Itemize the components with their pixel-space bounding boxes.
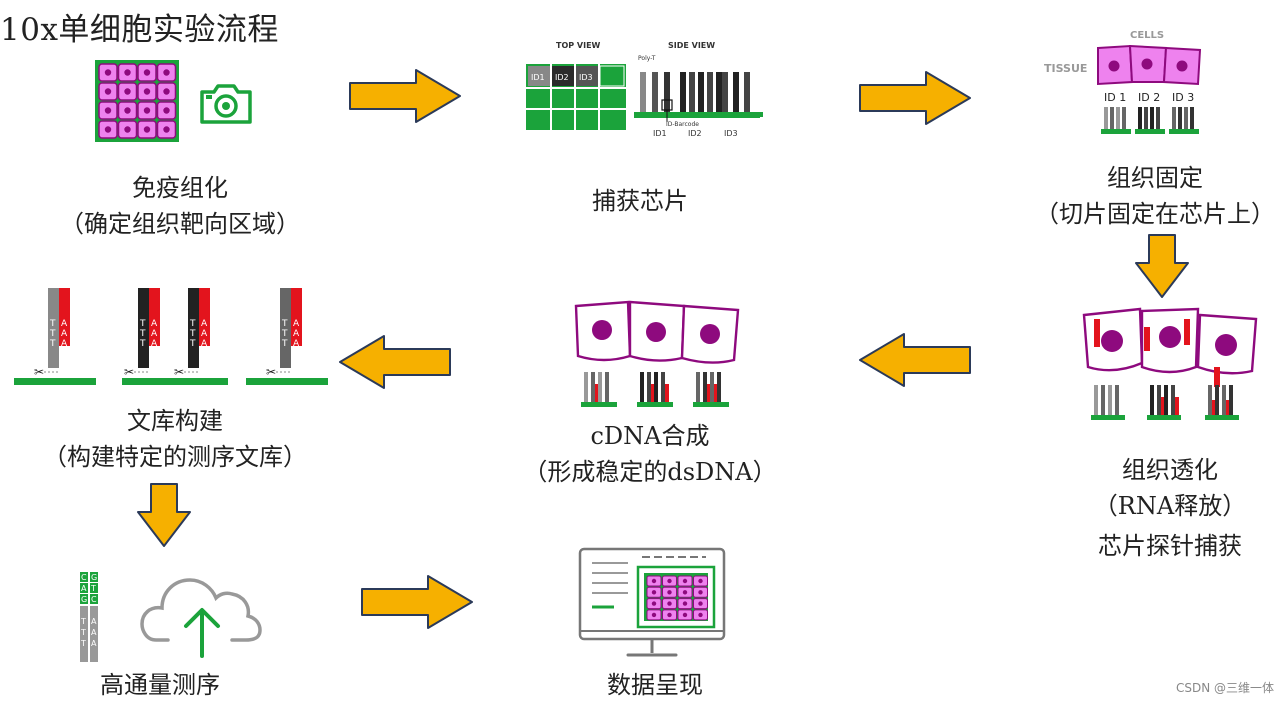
step-fix-label: 组织固定	[1107, 164, 1203, 192]
arrow-left-icon	[859, 333, 971, 387]
arrow-right-icon	[859, 71, 971, 125]
svg-text:A: A	[91, 639, 97, 648]
svg-text:T: T	[189, 339, 196, 349]
permeabilization-diagram	[1082, 307, 1258, 420]
watermark: CSDN @三维一体	[1175, 681, 1274, 695]
arrow-right-icon	[361, 575, 473, 629]
svg-text:A: A	[201, 329, 208, 339]
svg-text:G: G	[91, 573, 97, 582]
svg-text:T: T	[281, 339, 288, 349]
monitor-data-icon	[578, 547, 726, 657]
step-seq-caption: 高通量测序	[70, 667, 250, 703]
arrow-left-icon	[339, 335, 451, 389]
fix-id-label: ID 1	[1104, 91, 1126, 104]
svg-text:T: T	[80, 639, 86, 648]
step-cdna-label: cDNA合成	[590, 422, 710, 450]
step-chip-label: 捕获芯片	[592, 187, 688, 215]
svg-text:A: A	[81, 584, 87, 593]
camera-icon	[200, 84, 252, 124]
svg-text:A: A	[151, 339, 158, 349]
svg-text:A: A	[61, 329, 68, 339]
svg-text:✂: ✂	[34, 365, 44, 379]
step-lib-label: 文库构建	[127, 407, 223, 435]
svg-text:A: A	[293, 329, 300, 339]
arrow-right-icon	[349, 69, 461, 123]
step-ihc-sub: （确定组织靶向区域）	[60, 210, 300, 238]
svg-text:A: A	[201, 339, 208, 349]
svg-text:T: T	[139, 319, 146, 329]
svg-text:T: T	[281, 319, 288, 329]
ihc-tissue-grid-icon	[95, 60, 179, 142]
step-chip-caption: 捕获芯片	[540, 183, 740, 219]
chip-top-view-label: TOP VIEW	[556, 41, 601, 50]
svg-text:T: T	[49, 339, 56, 349]
step-perm-sub2: 芯片探针捕获	[1098, 532, 1242, 560]
svg-text:T: T	[139, 329, 146, 339]
step-lib-sub: （构建特定的测序文库）	[43, 443, 307, 471]
svg-text:✂: ✂	[174, 365, 184, 379]
svg-text:A: A	[61, 319, 68, 329]
chip-top-id-label: ID1	[531, 73, 545, 82]
arrow-down-icon	[137, 483, 191, 547]
fix-id-label: ID 2	[1138, 91, 1160, 104]
svg-text:✂: ✂	[266, 365, 276, 379]
chip-top-id-label: ID2	[555, 73, 569, 82]
chip-side-view-label: SIDE VIEW	[668, 41, 715, 50]
cdna-synthesis-diagram	[574, 300, 740, 407]
svg-text:G: G	[81, 595, 87, 604]
svg-text:T: T	[90, 584, 96, 593]
svg-text:A: A	[61, 339, 68, 349]
capture-chip-diagram: TOP VIEW SIDE VIEW ID1 ID2 ID3 Poly-T ID…	[526, 41, 763, 138]
svg-text:A: A	[151, 319, 158, 329]
step-fix-sub: （切片固定在芯片上）	[1035, 200, 1275, 228]
svg-text:T: T	[49, 319, 56, 329]
svg-text:T: T	[281, 329, 288, 339]
svg-text:A: A	[293, 319, 300, 329]
svg-text:C: C	[91, 595, 97, 604]
svg-text:T: T	[80, 628, 86, 637]
svg-text:A: A	[201, 319, 208, 329]
step-perm-label: 组织透化	[1122, 456, 1218, 484]
svg-text:T: T	[49, 329, 56, 339]
step-perm-sub: （RNA释放）	[1093, 492, 1247, 520]
fix-id-label: ID 3	[1172, 91, 1194, 104]
chip-side-id-label: ID3	[724, 129, 738, 138]
step-cdna-sub: （形成稳定的dsDNA）	[523, 458, 777, 486]
step-fix-caption: 组织固定 （切片固定在芯片上）	[1010, 160, 1280, 232]
step-lib-caption: 文库构建 （构建特定的测序文库）	[20, 403, 330, 475]
arrow-down-icon	[1135, 234, 1189, 298]
svg-text:T: T	[139, 339, 146, 349]
step-perm-caption: 组织透化 （RNA释放） 芯片探针捕获	[1040, 452, 1280, 564]
step-data-caption: 数据呈现	[560, 667, 750, 703]
svg-text:A: A	[91, 617, 97, 626]
cells-label: CELLS	[1130, 30, 1164, 41]
svg-text:T: T	[189, 329, 196, 339]
svg-text:A: A	[151, 329, 158, 339]
page-title: 10x单细胞实验流程	[0, 12, 279, 48]
step-ihc-label: 免疫组化	[132, 174, 228, 202]
svg-text:T: T	[189, 319, 196, 329]
svg-text:A: A	[293, 339, 300, 349]
tissue-label: TISSUE	[1044, 62, 1087, 75]
step-cdna-caption: cDNA合成 （形成稳定的dsDNA）	[520, 418, 780, 490]
step-seq-label: 高通量测序	[100, 671, 220, 699]
step-ihc-caption: 免疫组化 （确定组织靶向区域）	[30, 170, 330, 242]
id-barcode-label: ID-Barcode	[666, 121, 699, 128]
step-data-label: 数据呈现	[607, 671, 703, 699]
svg-text:A: A	[91, 628, 97, 637]
cloud-upload-icon	[140, 578, 262, 658]
chip-side-id-label: ID2	[688, 129, 702, 138]
svg-text:T: T	[80, 617, 86, 626]
chip-top-id-label: ID3	[579, 73, 593, 82]
svg-text:✂: ✂	[124, 365, 134, 379]
poly-t-label: Poly-T	[638, 55, 656, 62]
tissue-fixation-diagram: CELLS TISSUE ID 1 ID 2 ID 3	[1044, 30, 1202, 134]
svg-text:C: C	[81, 573, 87, 582]
chip-side-id-label: ID1	[653, 129, 667, 138]
